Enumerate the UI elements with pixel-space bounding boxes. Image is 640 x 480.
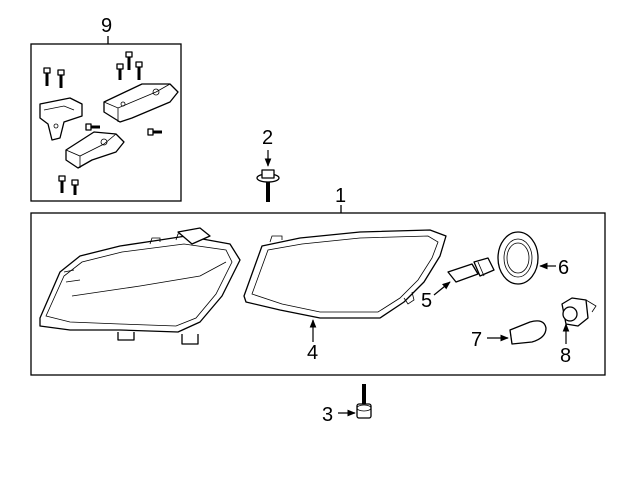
- callout-1: 1: [335, 185, 346, 207]
- socket-8: 8: [560, 297, 597, 367]
- callout-2: 2: [262, 127, 273, 149]
- bracket-left: [39, 97, 83, 141]
- callout-6: 6: [558, 257, 569, 279]
- bracket-lower: [65, 131, 125, 169]
- bracket-upper-right: [103, 83, 179, 123]
- cap-6: 6: [497, 231, 569, 285]
- kit-screws: [43, 51, 162, 195]
- lens-4: 4: [243, 229, 447, 364]
- bolt-2: 2: [256, 127, 280, 202]
- headlamp-assembly: [39, 227, 241, 345]
- bulb-7: 7: [471, 320, 547, 351]
- headlamp-assembly-box: 1: [30, 185, 606, 376]
- callout-7: 7: [471, 329, 482, 351]
- callout-4: 4: [307, 342, 318, 364]
- bulb-5: 5: [421, 257, 495, 312]
- mounting-kit-inset: 9: [30, 15, 182, 202]
- callout-9: 9: [101, 15, 112, 37]
- callout-3: 3: [322, 404, 333, 426]
- callout-8: 8: [560, 345, 571, 367]
- callout-5: 5: [421, 290, 432, 312]
- screw-3: 3: [322, 384, 372, 426]
